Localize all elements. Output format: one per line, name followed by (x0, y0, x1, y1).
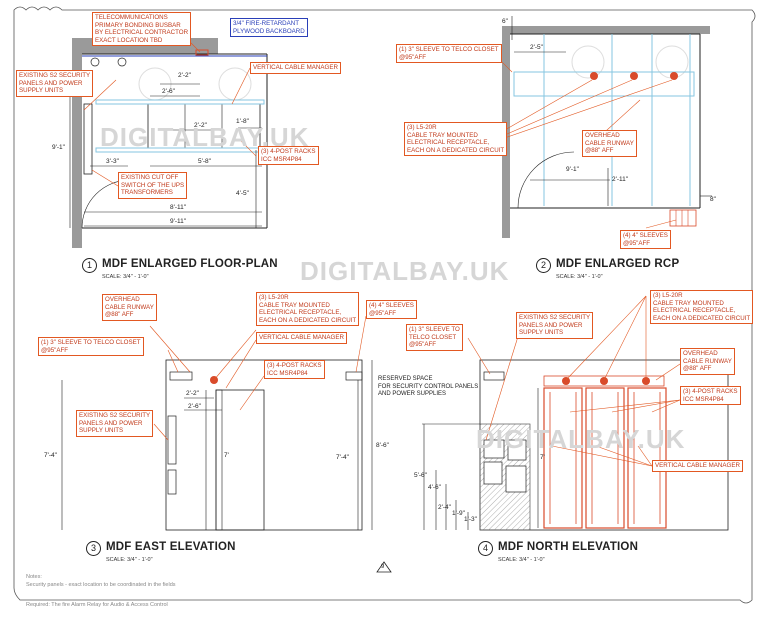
dimension: 2'-5" (530, 44, 543, 51)
callout-receptacle: (3) L5-20R CABLE TRAY MOUNTED ELECTRICAL… (650, 290, 754, 325)
callout-racks: (3) 4-POST RACKS ICC MSR4P84 (258, 146, 319, 166)
notes-line: Security panels - exact location to be c… (26, 582, 176, 588)
reserved-space-label: RESERVED SPACE FOR SECURITY CONTROL PANE… (378, 376, 479, 397)
east-elevation-view (61, 359, 373, 531)
callout-cutoff-switch: EXISTING CUT OFF SWITCH OF THE UPS TRANS… (118, 172, 188, 199)
dimension: 2'-2" (194, 122, 207, 129)
view-title: MDF ENLARGED RCP (556, 258, 680, 270)
dimension: 7'-4" (336, 454, 349, 461)
dimension: 2'-6" (162, 88, 175, 95)
dimension: 8'-6" (376, 442, 389, 449)
callout-runway: OVERHEAD CABLE RUNWAY @88" AFF (582, 130, 637, 157)
dimension: 7' (224, 452, 229, 459)
view-title: MDF EAST ELEVATION (106, 541, 236, 553)
north-elevation-view (422, 359, 729, 531)
callout-s2-panels: EXISTING S2 SECURITY PANELS AND POWER SU… (76, 410, 154, 437)
dimension: 2'-4" (438, 504, 451, 511)
watermark-text: DIGITALBAY.UK (476, 424, 686, 454)
view-scale: SCALE: 3/4" - 1'-0" (498, 557, 545, 563)
callout-receptacle: (3) L5-20R CABLE TRAY MOUNTED ELECTRICAL… (256, 292, 360, 327)
dimension: 1'-8" (236, 118, 249, 125)
callout-runway: OVERHEAD CABLE RUNWAY @88" AFF (680, 348, 735, 375)
view-title: MDF NORTH ELEVATION (498, 541, 639, 553)
dimension: 1'-3" (464, 516, 477, 523)
dimension: 6" (502, 18, 508, 25)
callout-busbar: TELECOMMUNICATIONS PRIMARY BONDING BUSBA… (92, 12, 192, 47)
dimension: 2'-6" (188, 403, 201, 410)
revision-cloud-border (13, 6, 756, 604)
dimension: 7' (540, 454, 545, 461)
dimension: 4'-5" (236, 190, 249, 197)
callout-sleeves: (4) 4" SLEEVES @95"AFF (366, 300, 417, 320)
view-scale: SCALE: 3/4" - 1'-0" (106, 557, 153, 563)
dimension: 3'-3" (106, 158, 119, 165)
dimension: 2'-2" (178, 72, 191, 79)
dimension: 2'-2" (186, 390, 199, 397)
callout-vertical-cable-manager: VERTICAL CABLE MANAGER (652, 460, 743, 472)
dimension: 5'-8" (198, 158, 211, 165)
view-number: 3 (86, 541, 101, 556)
view-title: MDF ENLARGED FLOOR-PLAN (102, 258, 278, 270)
callout-vertical-cable-manager: VERTICAL CABLE MANAGER (250, 62, 341, 74)
view-scale: SCALE: 3/4" - 1'-0" (556, 274, 603, 280)
view-scale: SCALE: 3/4" - 1'-0" (102, 274, 149, 280)
dimension: 4'-6" (428, 484, 441, 491)
dimension: 8" (710, 196, 716, 203)
sheet-number: 9 (381, 564, 385, 570)
callout-sleeves: (4) 4" SLEEVES @95"AFF (620, 230, 671, 250)
notes-line: Required: The fire Alarm Relay for Audio… (26, 602, 168, 608)
view-number: 4 (478, 541, 493, 556)
callout-runway: OVERHEAD CABLE RUNWAY @88" AFF (102, 294, 157, 321)
sheet-marker (376, 561, 392, 573)
dimension: 9'-1" (566, 166, 579, 173)
dimension: 2'-11" (612, 176, 629, 183)
dimension: 1'-9" (452, 510, 465, 517)
callout-vertical-cable-manager: VERTICAL CABLE MANAGER (256, 332, 347, 344)
callout-sleeve: (1) 3" SLEEVE TO TELCO CLOSET @95"AFF (396, 44, 502, 64)
view-number: 1 (82, 258, 97, 273)
callout-receptacle: (3) L5-20R CABLE TRAY MOUNTED ELECTRICAL… (404, 122, 508, 157)
callout-sleeve: (1) 3" SLEEVE TO TELCO CLOSET @95"AFF (38, 337, 144, 357)
dimension: 7'-4" (44, 452, 57, 459)
callout-plywood: 3/4" FIRE-RETARDANT PLYWOOD BACKBOARD (230, 18, 308, 38)
callout-s2-panels: EXISTING S2 SECURITY PANELS AND POWER SU… (516, 312, 594, 339)
callout-racks: (3) 4-POST RACKS ICC MSR4P84 (264, 360, 325, 380)
callout-sleeve: (1) 3" SLEEVE TO TELCO CLOSET @95"AFF (406, 324, 463, 351)
callout-s2-panels: EXISTING S2 SECURITY PANELS AND POWER SU… (16, 70, 94, 97)
dimension: 9'-1" (52, 144, 65, 151)
dimension: 8'-11" (170, 204, 187, 211)
view-number: 2 (536, 258, 551, 273)
notes-heading: Notes: (26, 574, 42, 580)
dimension: 9'-11" (170, 218, 187, 225)
callout-racks: (3) 4-POST RACKS ICC MSR4P84 (680, 386, 741, 406)
dimension: 5'-6" (414, 472, 427, 479)
watermark-text: DIGITALBAY.UK (300, 256, 510, 286)
